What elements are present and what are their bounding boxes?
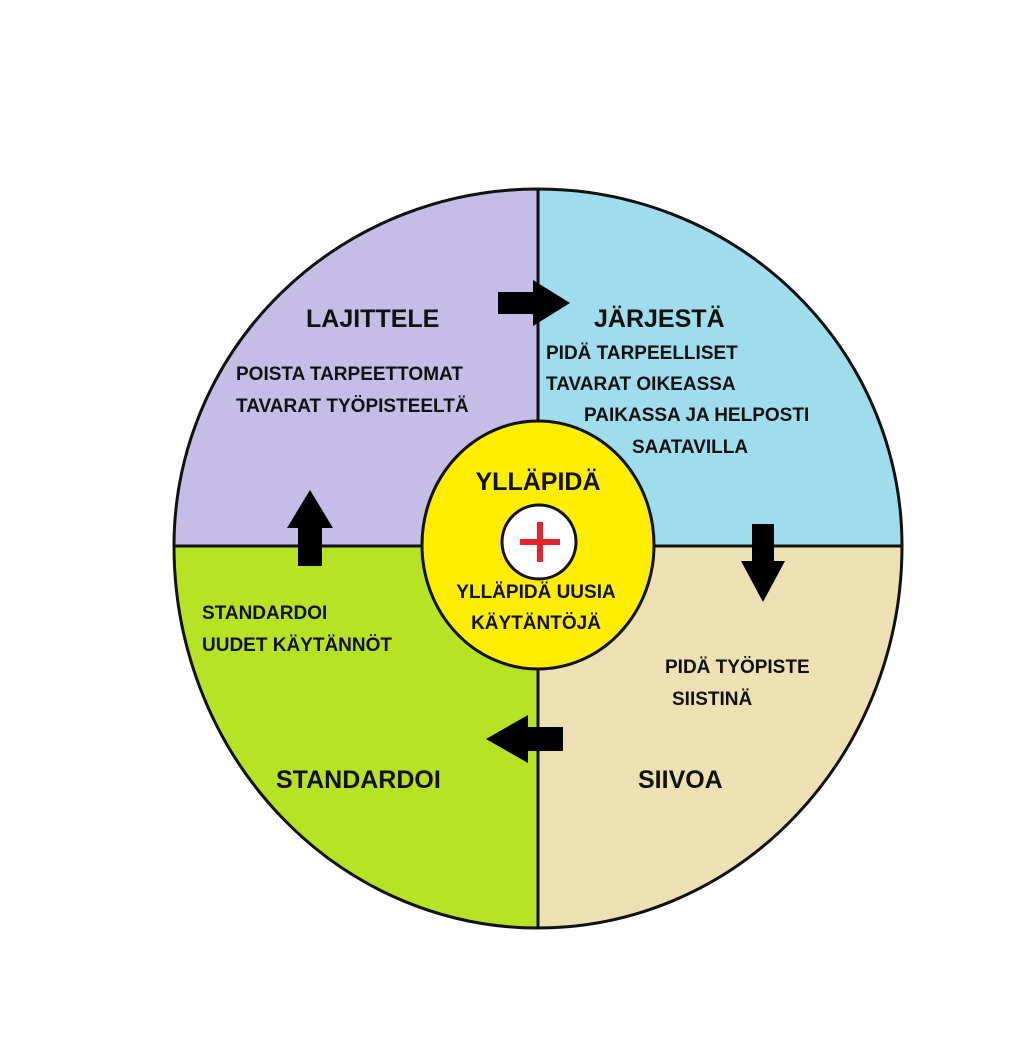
clean-line-2: SIISTINÄ <box>672 689 753 710</box>
arrow-left-icon <box>486 715 563 763</box>
arrange-line-4: SAATAVILLA <box>632 437 748 458</box>
standardize-line-1: STANDARDOI <box>202 603 327 624</box>
sustain-line-2: KÄYTÄNTÖJÄ <box>471 613 601 634</box>
quadrant-clean <box>536 544 904 930</box>
sort-title: LAJITTELE <box>306 305 439 333</box>
plus-icon <box>500 503 578 581</box>
sort-line-1: POISTA TARPEETTOMAT <box>236 364 463 385</box>
quadrant-sort <box>172 187 540 548</box>
clean-line-1: PIDÄ TYÖPISTE <box>665 657 810 678</box>
arrow-up-icon <box>287 490 333 566</box>
arrange-line-1: PIDÄ TARPEELLISET <box>546 343 738 364</box>
sustain-title: YLLÄPIDÄ <box>476 468 601 496</box>
clean-title: SIIVOA <box>638 766 723 794</box>
arrange-line-3: PAIKASSA JA HELPOSTI <box>584 405 809 426</box>
standardize-title: STANDARDOI <box>276 766 441 794</box>
arrange-title: JÄRJESTÄ <box>594 305 725 333</box>
arrow-right-icon <box>498 280 570 326</box>
quadrant-arrange <box>536 187 904 548</box>
sort-line-2: TAVARAT TYÖPISTEELTÄ <box>236 396 469 417</box>
standardize-line-2: UUDET KÄYTÄNNÖT <box>202 635 392 656</box>
arrange-line-2: TAVARAT OIKEASSA <box>546 374 736 395</box>
quadrant-standardize <box>172 544 540 930</box>
arrow-down-icon <box>741 524 785 602</box>
sustain-line-1: YLLÄPIDÄ UUSIA <box>456 582 616 603</box>
